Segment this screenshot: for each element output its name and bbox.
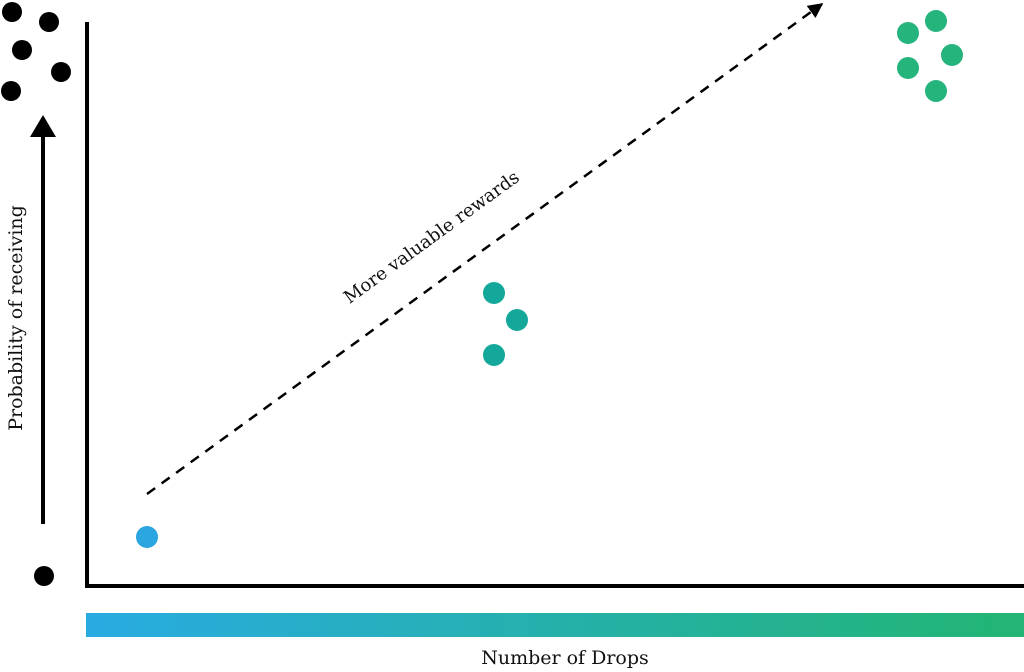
drops-gradient-bar xyxy=(86,613,1024,637)
high-probability-dot xyxy=(1,81,21,101)
low-probability-dot xyxy=(34,566,54,586)
high-probability-dot xyxy=(39,12,59,32)
high-probability-dot xyxy=(2,2,22,22)
high-probability-dot xyxy=(12,40,32,60)
x-axis-label: Number of Drops xyxy=(481,647,649,669)
drop-dot-teal xyxy=(483,282,505,304)
cluster-three-drops xyxy=(483,282,528,366)
high-probability-dot xyxy=(51,62,71,82)
probability-scale xyxy=(1,2,71,586)
cluster-single-drop xyxy=(136,526,158,548)
drop-dot-green xyxy=(925,10,947,32)
drop-dot-green xyxy=(897,57,919,79)
drop-dot-green xyxy=(941,44,963,66)
drop-dot-teal xyxy=(506,309,528,331)
y-axis-label: Probability of receiving xyxy=(5,205,27,431)
drop-dot-teal xyxy=(483,344,505,366)
cluster-five-drops xyxy=(897,10,963,102)
drop-dot-green xyxy=(925,80,947,102)
probability-arrow-head xyxy=(30,115,56,137)
drop-dot-blue xyxy=(136,526,158,548)
drop-dot-green xyxy=(897,22,919,44)
value-trend-arrow xyxy=(146,2,824,496)
